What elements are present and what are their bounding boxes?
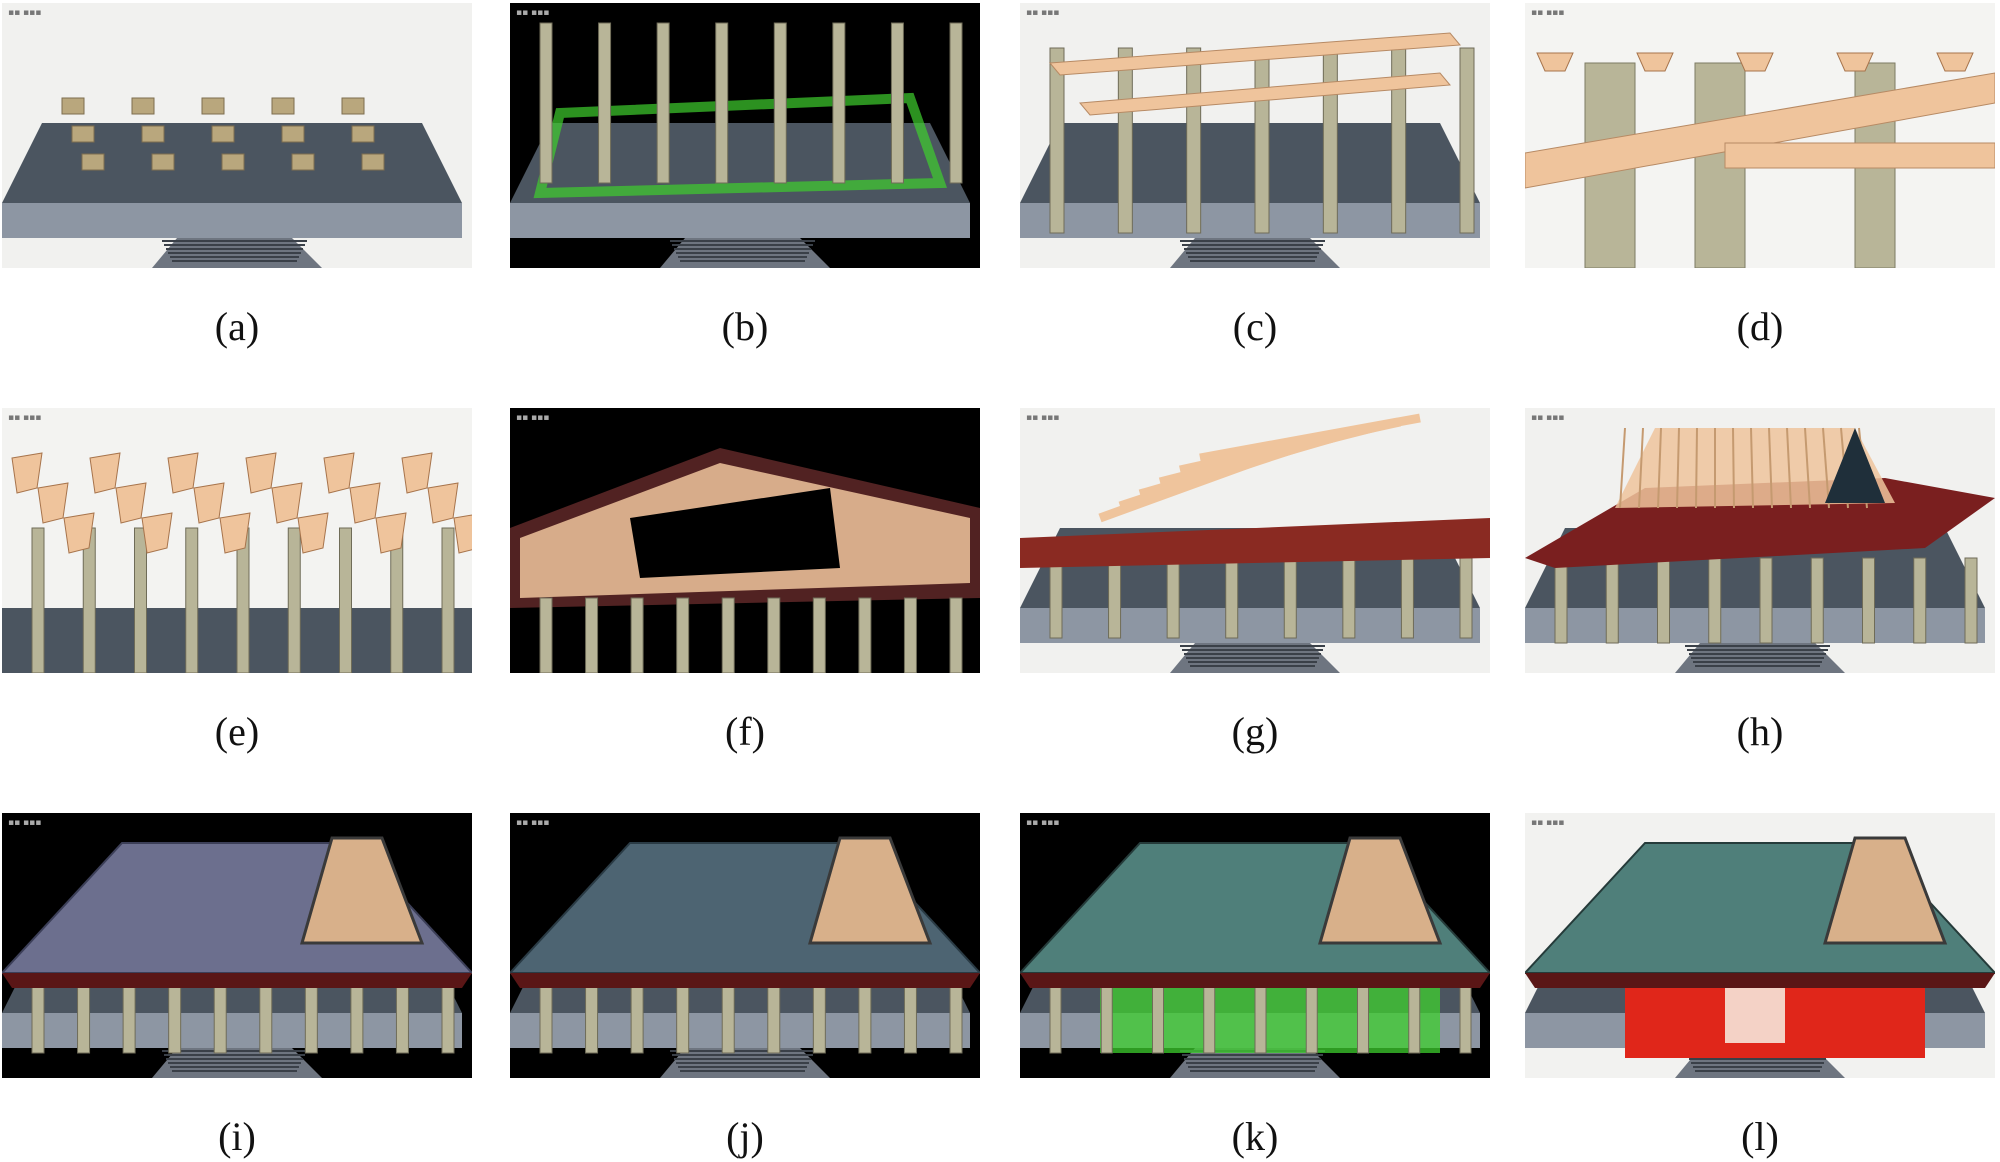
svg-text:▪▪ ▪▪▪: ▪▪ ▪▪▪ bbox=[1531, 818, 1564, 828]
svg-text:▪▪ ▪▪▪: ▪▪ ▪▪▪ bbox=[1026, 413, 1059, 423]
panel-render-columns: ▪▪ ▪▪▪ bbox=[510, 3, 980, 268]
panel-image: ▪▪ ▪▪▪ bbox=[510, 813, 980, 1078]
panel-render-complete-red: ▪▪ ▪▪▪ bbox=[1525, 813, 1995, 1078]
panel-label: (f) bbox=[725, 709, 765, 754]
panel-label: (l) bbox=[1741, 1114, 1779, 1159]
panel-image: ▪▪ ▪▪▪ bbox=[1020, 3, 1490, 268]
panel-image: ▪▪ ▪▪▪ bbox=[1020, 408, 1490, 673]
panel-image: ▪▪ ▪▪▪ bbox=[510, 3, 980, 268]
svg-text:▪▪ ▪▪▪: ▪▪ ▪▪▪ bbox=[1531, 413, 1564, 423]
panel-render-tiles-partial: ▪▪ ▪▪▪ bbox=[510, 813, 980, 1078]
svg-text:▪▪ ▪▪▪: ▪▪ ▪▪▪ bbox=[8, 818, 41, 828]
panel-render-walls-green: ▪▪ ▪▪▪ bbox=[1020, 813, 1490, 1078]
panel-label: (a) bbox=[214, 304, 260, 349]
panel-render-dougong-sets: ▪▪ ▪▪▪ bbox=[2, 408, 472, 673]
panel-label: (c) bbox=[1232, 304, 1278, 349]
panel-render-brackets-closeup: ▪▪ ▪▪▪ bbox=[1525, 3, 1995, 268]
panel-label: (e) bbox=[214, 709, 260, 754]
panel-image: ▪▪ ▪▪▪ bbox=[1525, 3, 1995, 268]
panel-image: ▪▪ ▪▪▪ bbox=[2, 813, 472, 1078]
panel-image: ▪▪ ▪▪▪ bbox=[1525, 813, 1995, 1078]
svg-text:▪▪ ▪▪▪: ▪▪ ▪▪▪ bbox=[1026, 818, 1059, 828]
panel-label: (i) bbox=[218, 1114, 256, 1159]
panel-image: ▪▪ ▪▪▪ bbox=[1020, 813, 1490, 1078]
panel-label: (d) bbox=[1736, 304, 1784, 349]
panel-render-rafters: ▪▪ ▪▪▪ bbox=[1525, 408, 1995, 673]
panel-image: ▪▪ ▪▪▪ bbox=[1525, 408, 1995, 673]
panel-render-roof-boarding: ▪▪ ▪▪▪ bbox=[2, 813, 472, 1078]
panel-label: (k) bbox=[1231, 1114, 1279, 1159]
panel-render-eave-frame: ▪▪ ▪▪▪ bbox=[510, 408, 980, 673]
svg-text:▪▪ ▪▪▪: ▪▪ ▪▪▪ bbox=[1531, 8, 1564, 18]
panel-label: (b) bbox=[721, 304, 769, 349]
svg-text:▪▪ ▪▪▪: ▪▪ ▪▪▪ bbox=[8, 413, 41, 423]
panel-image: ▪▪ ▪▪▪ bbox=[2, 408, 472, 673]
panel-image: ▪▪ ▪▪▪ bbox=[2, 3, 472, 268]
panel-label: (h) bbox=[1736, 709, 1784, 754]
svg-text:▪▪ ▪▪▪: ▪▪ ▪▪▪ bbox=[516, 818, 549, 828]
svg-text:▪▪ ▪▪▪: ▪▪ ▪▪▪ bbox=[1026, 8, 1059, 18]
panel-render-beams: ▪▪ ▪▪▪ bbox=[1020, 3, 1490, 268]
svg-text:▪▪ ▪▪▪: ▪▪ ▪▪▪ bbox=[516, 413, 549, 423]
panel-render-platform-bases: ▪▪ ▪▪▪ bbox=[2, 3, 472, 268]
panel-label: (g) bbox=[1231, 709, 1279, 754]
svg-text:▪▪ ▪▪▪: ▪▪ ▪▪▪ bbox=[8, 8, 41, 18]
panel-label: (j) bbox=[726, 1114, 764, 1159]
svg-text:▪▪ ▪▪▪: ▪▪ ▪▪▪ bbox=[516, 8, 549, 18]
panel-render-roof-truss: ▪▪ ▪▪▪ bbox=[1020, 408, 1490, 673]
panel-image: ▪▪ ▪▪▪ bbox=[510, 408, 980, 673]
